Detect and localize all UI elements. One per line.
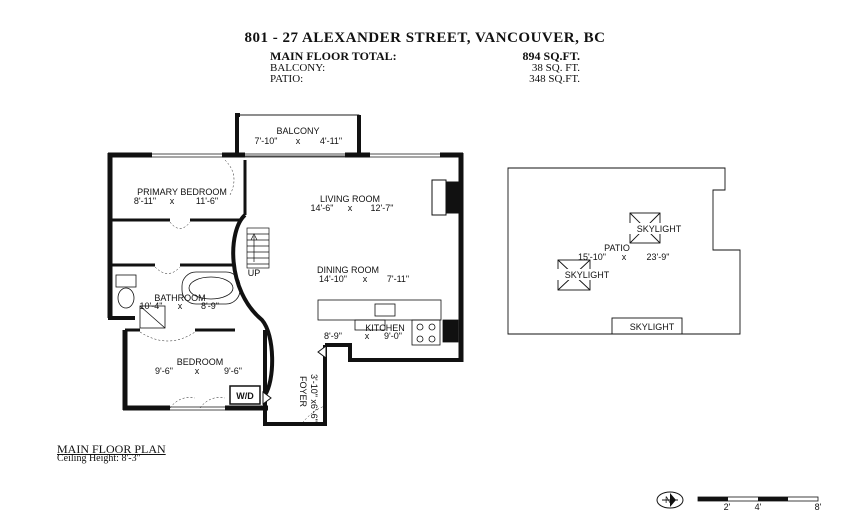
address-title: 801 - 27 ALEXANDER STREET, VANCOUVER, BC xyxy=(244,30,606,46)
patio-width: 15'-10" xyxy=(578,252,606,262)
skylight-label: SKYLIGHT xyxy=(637,224,682,234)
dining-room-width: 14'-10" xyxy=(319,274,347,284)
living-room-x: x xyxy=(348,203,353,213)
bathroom-fixtures xyxy=(115,271,241,329)
dining-room-label: DINING ROOM xyxy=(317,265,379,275)
plan-title: MAIN FLOOR PLAN xyxy=(57,442,166,456)
bedroom-x: x xyxy=(195,366,200,376)
compass-icon: N xyxy=(656,491,684,509)
balcony-label: BALCONY xyxy=(276,126,319,136)
balcony-x: x xyxy=(296,136,301,146)
total-label: BALCONY: xyxy=(270,62,326,74)
primary-bedroom-label: PRIMARY BEDROOM xyxy=(137,187,227,197)
fireplace xyxy=(431,179,460,216)
balcony-width: 7'-10" xyxy=(255,136,278,146)
bedroom-height: 9'-6" xyxy=(224,366,242,376)
balcony-height: 4'-11" xyxy=(320,136,342,146)
patio-label: PATIO xyxy=(604,243,630,253)
kitchen-width: 8'-9" xyxy=(324,331,342,341)
patio-labels: PATIO 15'-10" x 23'-9" SKYLIGHT SKYLIGHT… xyxy=(556,223,690,332)
total-label: PATIO: xyxy=(270,73,304,85)
stairs-up-label: UP xyxy=(248,268,261,278)
exterior-walls xyxy=(107,152,464,426)
foyer-label: FOYER xyxy=(298,376,308,408)
skylight-label: SKYLIGHT xyxy=(630,322,675,332)
stairs xyxy=(246,227,270,269)
kitchen-height: 9'-0" xyxy=(384,331,402,341)
balcony-outline xyxy=(235,113,361,157)
bathroom-x: x xyxy=(178,301,183,311)
door-arrows xyxy=(262,345,327,405)
living-room-height: 12'-7" xyxy=(371,203,394,213)
kitchen-x: x xyxy=(365,331,370,341)
total-value: 38 SQ. FT. xyxy=(531,62,580,74)
kitchen-label: KITCHEN xyxy=(365,323,405,333)
scale-tick: 4' xyxy=(755,502,762,512)
patio-height: 23'-9" xyxy=(647,252,670,262)
kitchen-counters xyxy=(317,299,459,346)
total-value: 894 SQ.FT. xyxy=(522,49,580,63)
scale-bar: 2' 4' 8' xyxy=(697,496,822,512)
bathroom-height: 8'-9" xyxy=(201,301,219,311)
room-labels: BALCONY 7'-10" x 4'-11" PRIMARY BEDROOM … xyxy=(134,126,409,422)
scale-tick: 2' xyxy=(724,502,731,512)
bathroom-label: BATHROOM xyxy=(154,293,205,303)
windows xyxy=(152,153,440,411)
washer-dryer xyxy=(229,385,261,405)
patio-x: x xyxy=(622,252,627,262)
wd-label: W/D xyxy=(236,391,254,401)
total-label: MAIN FLOOR TOTAL: xyxy=(270,49,397,63)
bathroom-width: 10'-4" xyxy=(140,301,163,311)
dining-room-x: x xyxy=(363,274,368,284)
door-swings xyxy=(139,159,326,427)
primary-bedroom-x: x xyxy=(170,196,175,206)
interior-walls xyxy=(110,160,275,397)
primary-bedroom-width: 8'-11" xyxy=(134,196,156,206)
living-room-label: LIVING ROOM xyxy=(320,194,380,204)
dining-room-height: 7'-11" xyxy=(387,274,409,284)
foyer-dims: 3'-10" x6'-6" xyxy=(309,374,319,422)
primary-bedroom-height: 11'-6" xyxy=(196,196,218,206)
skylight-label: SKYLIGHT xyxy=(565,270,610,280)
total-value: 348 SQ.FT. xyxy=(529,73,580,85)
scale-tick: 8' xyxy=(815,502,822,512)
ceiling-height: Ceiling Height: 8'-3" xyxy=(57,453,141,464)
bedroom-width: 9'-6" xyxy=(155,366,173,376)
compass-letter: N xyxy=(665,495,672,505)
living-room-width: 14'-6" xyxy=(311,203,334,213)
bedroom-label: BEDROOM xyxy=(177,357,224,367)
